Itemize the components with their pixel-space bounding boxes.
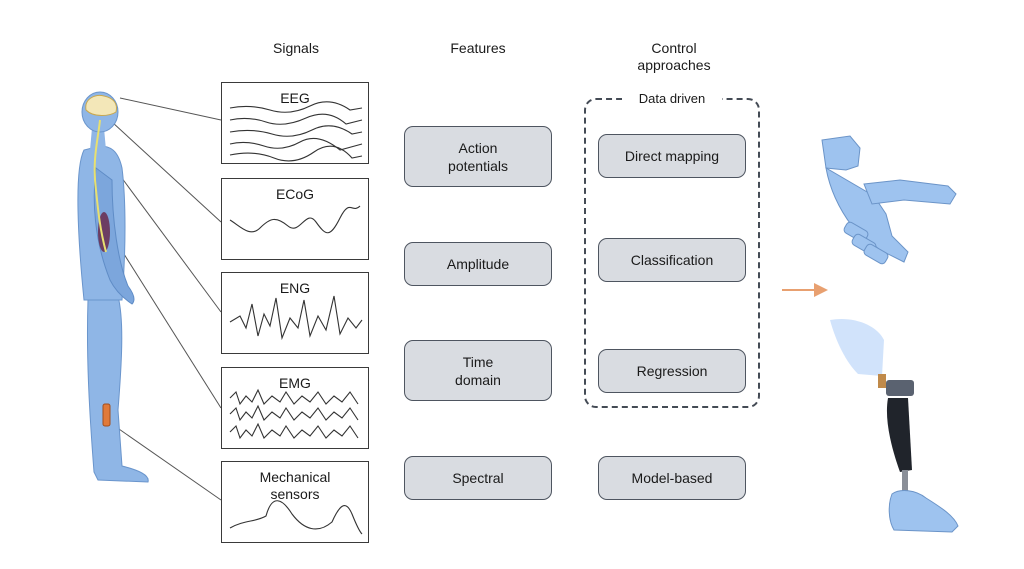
feature-action-potentials-line2: potentials — [448, 157, 508, 174]
control-direct-mapping-label: Direct mapping — [624, 148, 720, 164]
signal-label-eeg: EEG — [280, 90, 310, 106]
connector-ecog — [111, 121, 222, 223]
control-model-based: Model-based — [598, 456, 746, 500]
mechanical-label-line2: sensors — [270, 486, 320, 502]
connector-lines — [105, 97, 222, 501]
signal-box-eeg: EEG — [221, 82, 369, 164]
feature-amplitude-label: Amplitude — [446, 256, 510, 272]
arm-muscle — [98, 212, 110, 252]
feature-action-potentials-line1: Action — [458, 139, 498, 156]
control-model-based-label: Model-based — [631, 470, 713, 486]
nerve-line — [93, 119, 107, 253]
connector-mechanical — [105, 419, 222, 501]
connector-eeg — [119, 97, 222, 121]
control-header-line2: approaches — [637, 57, 711, 73]
control-regression-label: Regression — [636, 363, 708, 379]
signal-box-ecog: ECoG — [221, 178, 369, 260]
signal-label-ecog: ECoG — [275, 186, 315, 202]
control-header-line1: Control — [651, 40, 697, 56]
human-body-figure — [77, 91, 149, 483]
control-direct-mapping: Direct mapping — [598, 134, 746, 178]
feature-time-domain-line2: domain — [455, 371, 501, 388]
mechanical-label-line1: Mechanical — [259, 469, 331, 485]
signal-label-emg: EMG — [279, 375, 311, 391]
control-approaches-header: Control approaches — [624, 40, 724, 74]
features-header: Features — [450, 40, 506, 56]
prosthetic-leg-illustration — [830, 318, 959, 533]
feature-time-domain-line1: Time — [462, 353, 494, 370]
brain-shape — [85, 95, 117, 116]
prosthetic-hand-illustration — [821, 135, 957, 265]
signal-box-emg: EMG — [221, 367, 369, 449]
leg-sensor — [102, 403, 111, 427]
feature-spectral-label: Spectral — [452, 470, 504, 486]
feature-time-domain: Time domain — [404, 340, 552, 401]
signal-box-mechanical: Mechanical sensors — [221, 461, 369, 543]
data-driven-label: Data driven — [622, 90, 722, 107]
feature-action-potentials: Action potentials — [404, 126, 552, 187]
signal-label-eng: ENG — [279, 280, 311, 296]
output-arrow — [782, 283, 828, 297]
control-regression: Regression — [598, 349, 746, 393]
control-classification: Classification — [598, 238, 746, 282]
control-classification-label: Classification — [630, 252, 714, 268]
connector-emg — [111, 234, 222, 409]
signals-header: Signals — [273, 40, 319, 56]
signal-box-eng: ENG — [221, 272, 369, 354]
signal-label-mechanical: Mechanical sensors — [222, 469, 368, 503]
feature-spectral: Spectral — [404, 456, 552, 500]
connector-eng — [109, 161, 222, 313]
feature-amplitude: Amplitude — [404, 242, 552, 286]
